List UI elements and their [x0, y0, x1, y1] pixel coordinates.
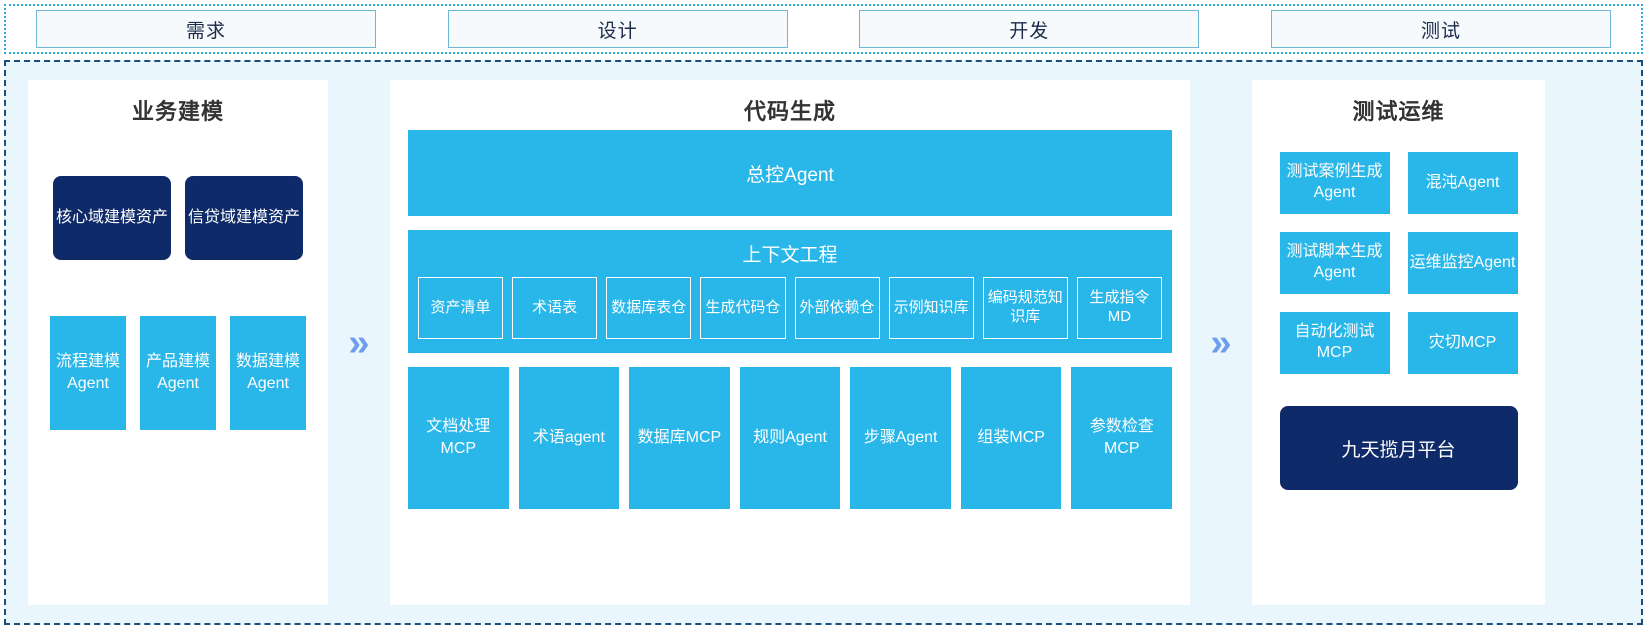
- ops-card-label: 运维监控Agent: [1409, 253, 1516, 271]
- panel-title: 业务建模: [131, 99, 224, 124]
- ops-card-label: 测试案例生成Agent: [1286, 163, 1383, 201]
- context-item-generated-code-repo[interactable]: 生成代码仓: [700, 277, 786, 339]
- tool-card-database-mcp[interactable]: 数据库MCP: [629, 367, 730, 509]
- context-item-label: 生成代码仓: [705, 298, 781, 316]
- tool-card-parameter-check-mcp[interactable]: 参数检查MCP: [1071, 367, 1173, 509]
- stage-tab-requirements[interactable]: 需求: [36, 10, 376, 48]
- context-item-asset-inventory[interactable]: 资产清单: [418, 277, 504, 339]
- tool-card-label: 组装MCP: [977, 429, 1045, 447]
- tool-card-label: 数据库MCP: [637, 429, 722, 447]
- master-agent-label: 总控Agent: [746, 164, 834, 186]
- context-engineering-block: 上下文工程 资产清单 术语表 数据库表仓 生成代码仓 外部依赖仓: [408, 230, 1172, 353]
- panel-business-modeling: 业务建模 核心域建模资产 信贷域建模资产 流程建模Agent 产品建模Agent…: [28, 80, 328, 605]
- tool-card-rule-agent[interactable]: 规则Agent: [739, 367, 841, 509]
- agent-card-product-modeling[interactable]: 产品建模Agent: [140, 316, 216, 430]
- panel-title: 代码生成: [743, 99, 836, 124]
- ops-card-test-script-generation-agent[interactable]: 测试脚本生成Agent: [1279, 232, 1390, 294]
- code-generation-content: 总控Agent 上下文工程 资产清单 术语表 数据库表仓 生成代码仓: [390, 130, 1190, 523]
- tool-card-label: 参数检查MCP: [1089, 418, 1154, 457]
- context-item-label: 术语表: [532, 298, 578, 316]
- panel-test-operations: 测试运维 测试案例生成Agent 混沌Agent 测试脚本生成Agent 运维监…: [1252, 80, 1545, 605]
- tool-card-label: 规则Agent: [753, 429, 827, 447]
- agent-card-data-modeling[interactable]: 数据建模Agent: [230, 316, 306, 430]
- asset-card-label: 核心域建模资产: [55, 209, 168, 227]
- asset-card-row: 核心域建模资产 信贷域建模资产: [53, 176, 303, 260]
- panel-title: 测试运维: [1352, 99, 1445, 124]
- context-item-generation-instruction-md[interactable]: 生成指令MD: [1076, 277, 1162, 339]
- ops-card-disaster-switch-mcp[interactable]: 灾切MCP: [1407, 312, 1518, 374]
- tool-card-label: 文档处理MCP: [426, 418, 491, 457]
- ops-card-operations-monitoring-agent[interactable]: 运维监控Agent: [1407, 232, 1518, 294]
- context-item-label: 生成指令MD: [1089, 289, 1150, 325]
- master-agent-bar[interactable]: 总控Agent: [408, 130, 1172, 216]
- ops-card-label: 混沌Agent: [1425, 173, 1500, 191]
- context-item-coding-standard-knowledge-base[interactable]: 编码规范知识库: [982, 277, 1068, 339]
- platform-card-label: 九天揽月平台: [1341, 439, 1456, 461]
- ops-card-test-case-generation-agent[interactable]: 测试案例生成Agent: [1279, 152, 1390, 214]
- stage-tab-label: 开发: [1009, 20, 1050, 42]
- stage-tab-label: 测试: [1420, 20, 1461, 42]
- modeling-agent-row: 流程建模Agent 产品建模Agent 数据建模Agent: [50, 316, 306, 430]
- asset-card-label: 信贷域建模资产: [187, 209, 300, 227]
- chevron-glyph: »: [1210, 321, 1232, 364]
- tool-card-step-agent[interactable]: 步骤Agent: [850, 367, 951, 509]
- agent-card-label: 流程建模Agent: [55, 353, 120, 392]
- context-item-label: 资产清单: [430, 298, 491, 316]
- stage-tab-design[interactable]: 设计: [447, 10, 788, 48]
- ops-card-label: 测试脚本生成Agent: [1286, 243, 1383, 281]
- ops-card-automated-testing-mcp[interactable]: 自动化测试MCP: [1279, 312, 1390, 374]
- agent-card-label: 数据建模Agent: [235, 353, 300, 392]
- chevron-glyph: »: [348, 321, 370, 364]
- stage-tab-development[interactable]: 开发: [859, 10, 1200, 48]
- tool-card-label: 术语agent: [532, 429, 605, 447]
- context-item-label: 外部依赖仓: [799, 298, 875, 316]
- context-item-db-table-repo[interactable]: 数据库表仓: [606, 277, 692, 339]
- agent-card-label: 产品建模Agent: [145, 353, 210, 392]
- tool-card-glossary-agent[interactable]: 术语agent: [518, 367, 620, 509]
- context-item-label: 示例知识库: [893, 298, 969, 316]
- context-item-label: 数据库表仓: [611, 298, 687, 316]
- stage-tab-testing[interactable]: 测试: [1270, 10, 1611, 48]
- agent-card-process-modeling[interactable]: 流程建模Agent: [50, 316, 126, 430]
- tool-card-document-processing-mcp[interactable]: 文档处理MCP: [408, 367, 509, 509]
- ops-card-chaos-agent[interactable]: 混沌Agent: [1407, 152, 1518, 214]
- ops-card-grid: 测试案例生成Agent 混沌Agent 测试脚本生成Agent 运维监控Agen…: [1279, 152, 1518, 374]
- tool-card-assembly-mcp[interactable]: 组装MCP: [960, 367, 1062, 509]
- context-item-label: 编码规范知识库: [987, 289, 1063, 325]
- stage-tab-label: 需求: [185, 20, 226, 42]
- double-chevron-right-icon-left: »: [328, 80, 390, 605]
- stage-tab-label: 设计: [597, 20, 638, 42]
- tool-card-label: 步骤Agent: [863, 429, 938, 447]
- context-engineering-title: 上下文工程: [742, 245, 838, 266]
- platform-card-jiutian-lanyue[interactable]: 九天揽月平台: [1279, 406, 1518, 490]
- context-item-external-dependency-repo[interactable]: 外部依赖仓: [794, 277, 880, 339]
- context-item-row: 资产清单 术语表 数据库表仓 生成代码仓 外部依赖仓 示例知: [418, 277, 1162, 339]
- double-chevron-right-icon-right: »: [1190, 80, 1252, 605]
- asset-card-credit-domain[interactable]: 信贷域建模资产: [185, 176, 303, 260]
- stage-strip: 需求 设计 开发 测试: [4, 4, 1643, 54]
- ops-card-label: 自动化测试MCP: [1294, 323, 1375, 361]
- ops-card-label: 灾切MCP: [1428, 333, 1497, 351]
- architecture-diagram-area: 业务建模 核心域建模资产 信贷域建模资产 流程建模Agent 产品建模Agent…: [4, 60, 1643, 625]
- asset-card-core-domain[interactable]: 核心域建模资产: [53, 176, 171, 260]
- context-item-glossary[interactable]: 术语表: [512, 277, 598, 339]
- tool-card-row: 文档处理MCP 术语agent 数据库MCP 规则Agent 步骤Agent 组…: [408, 367, 1173, 509]
- panel-code-generation: 代码生成 总控Agent 上下文工程 资产清单 术语表 数据库表仓: [390, 80, 1190, 605]
- context-item-example-knowledge-base[interactable]: 示例知识库: [888, 277, 974, 339]
